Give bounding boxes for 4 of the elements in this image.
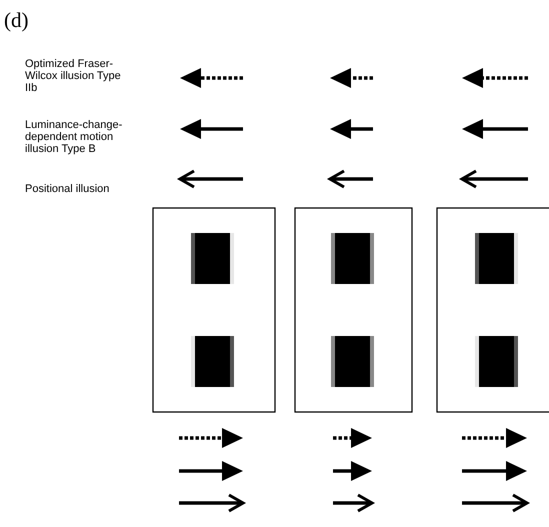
row-label: Optimized Fraser-Wilcox illusion Type IIb [25, 58, 122, 94]
row-label: Luminance-change-dependent motion illusion Type B [25, 119, 124, 155]
panel-label: (d) [4, 8, 30, 32]
row-label: Positional illusion [25, 183, 110, 195]
